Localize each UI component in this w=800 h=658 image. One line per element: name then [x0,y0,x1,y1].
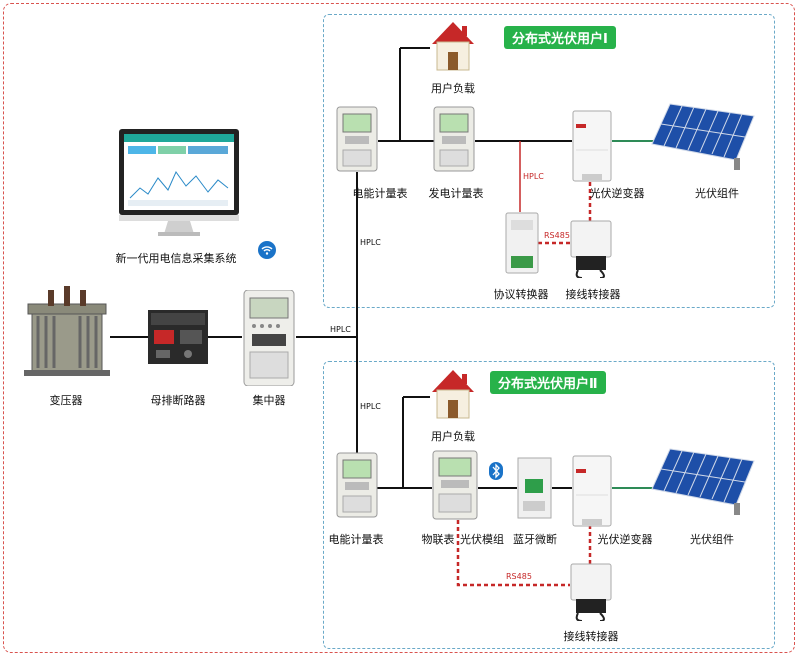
user1-group [323,14,775,308]
system-label: 新一代用电信息采集系统 [115,252,237,265]
breaker-icon [148,310,208,364]
inverter1-label: 光伏逆变器 [589,187,645,200]
iot-meter-label: 物联表 [421,533,455,546]
meter-icon [432,450,478,520]
hplc-up-label: HPLC [360,238,381,247]
breaker-label: 母排断路器 [150,394,206,407]
adapter-icon [570,563,612,621]
meter-icon [336,106,378,172]
pv1-label: 光伏组件 [695,187,739,200]
meter-icon [433,106,475,172]
transformer-icon [24,286,110,376]
load1-label: 用户负载 [431,82,475,95]
inverter2-label: 光伏逆变器 [597,533,653,546]
rs485-iot-adapter2 [456,520,570,587]
bluetooth-icon [489,462,503,480]
adapter2-label: 接线转接器 [563,630,619,643]
inverter-icon [572,455,612,527]
load2-label: 用户负载 [431,430,475,443]
house-icon [432,370,474,419]
converter-icon [505,212,539,274]
pv-module-label: 光伏模组 [460,533,504,546]
adapter-icon [570,220,612,278]
solar-panel-icon [651,448,755,515]
transformer-label: 变压器 [49,394,83,407]
pv2-label: 光伏组件 [690,533,734,546]
inverter-icon [572,110,612,182]
wifi-icon [258,241,276,259]
meter1-label: 电能计量表 [352,187,408,200]
rs485-user2-label: RS485 [506,572,532,581]
meter-icon [336,452,378,518]
breaker-icon [517,457,552,519]
monitor-icon [119,129,239,236]
concentrator-icon [243,290,295,386]
rs485-user1-label: RS485 [544,231,570,240]
meter2-label: 电能计量表 [328,533,384,546]
user2-title: 分布式光伏用户Ⅱ [490,371,606,394]
solar-panel-icon [651,103,755,170]
user1-title: 分布式光伏用户Ⅰ [504,26,616,49]
hplc-user1-label: HPLC [523,172,544,181]
bt-breaker-label: 蓝牙微断 [513,533,557,546]
hplc-down-label: HPLC [360,402,381,411]
protocol-converter-label: 协议转换器 [493,288,549,301]
hplc-main-label: HPLC [330,325,351,334]
concentrator-label: 集中器 [252,394,286,407]
outer-frame [3,3,795,653]
house-icon [432,22,474,71]
adapter1-label: 接线转接器 [565,288,621,301]
user2-group [323,361,775,649]
gen-meter-label: 发电计量表 [428,187,484,200]
